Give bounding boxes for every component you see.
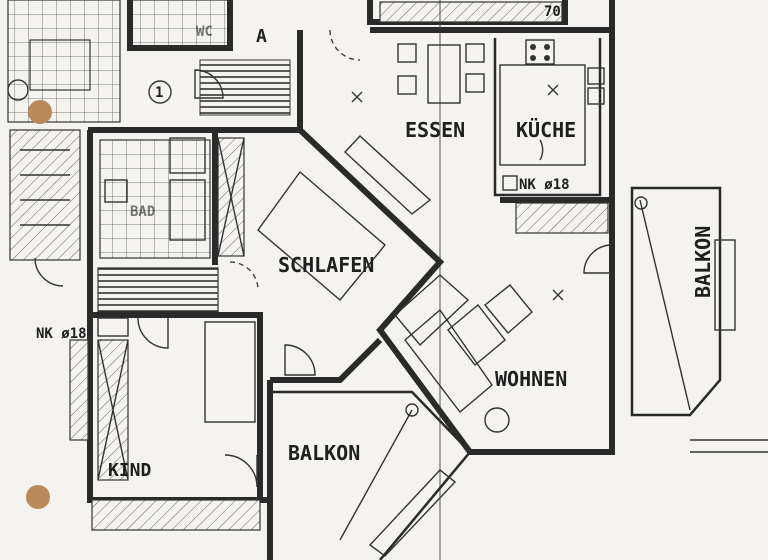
armchair [447, 303, 506, 367]
stove-burner [530, 44, 536, 50]
bed [257, 170, 386, 301]
wall-schlafen-bottom [270, 337, 383, 383]
left-shaft [9, 129, 81, 261]
side-table [484, 284, 533, 335]
washbasin [169, 137, 206, 174]
door-swing [194, 69, 224, 99]
plant [484, 407, 510, 433]
stove [525, 39, 555, 65]
dining-table [427, 44, 461, 104]
stove-burner [530, 55, 536, 61]
door-swing [137, 317, 169, 349]
nk-left-label: NK ø18 [36, 326, 87, 342]
room-label-kueche: KÜCHE [516, 118, 576, 142]
kind-bed [204, 321, 256, 423]
lamp-mark [552, 289, 564, 301]
kitchen-counter [493, 38, 602, 197]
chair [465, 73, 485, 93]
left-shaft-lines [20, 149, 70, 226]
room-label-bad: BAD [130, 204, 155, 220]
balkon-right-line [639, 199, 691, 411]
stairs-top [199, 59, 291, 116]
nk-kitchen-label: NK ø18 [519, 177, 570, 193]
chair [397, 75, 417, 95]
toilet [104, 179, 128, 203]
wardrobe-cross [217, 137, 245, 257]
balkon-bottom-planter [368, 469, 457, 557]
door-swing [229, 261, 259, 291]
room-label-kind: KIND [108, 460, 152, 481]
marker-circle-left [7, 79, 29, 101]
punch-hole [28, 100, 52, 124]
top-number: 70 [544, 4, 561, 20]
room-label-wohnen: WOHNEN [495, 367, 567, 391]
balkon-bottom-outline [272, 390, 472, 560]
bad-tiles [99, 139, 211, 259]
hall-tiles [29, 39, 91, 91]
balkon-bottom-post [405, 403, 419, 417]
a-label: A [256, 26, 267, 47]
wall-wc [127, 0, 233, 51]
balkon-right-post [634, 196, 648, 210]
bottom-window [91, 499, 261, 531]
left-window [69, 339, 89, 441]
kitchen-floor [499, 64, 586, 166]
room-label-essen: ESSEN [405, 118, 465, 142]
lamp-mark [547, 84, 559, 96]
wall-kitchen [370, 27, 615, 203]
balkon-right-outline [630, 186, 722, 417]
door-swing [34, 257, 64, 287]
sofa [404, 308, 493, 414]
chair [397, 43, 417, 63]
kitchen-cabinet [587, 67, 605, 85]
room-label-balkon-right: BALKON [691, 226, 715, 298]
kitchen-sink [502, 175, 518, 191]
stove-burner [544, 44, 550, 50]
wc-tiles [129, 0, 231, 49]
door-swing [224, 454, 258, 488]
marker-circle [148, 80, 172, 104]
kind-sink [97, 317, 129, 337]
marker-circle-label: 1 [155, 85, 163, 101]
chair [465, 43, 485, 63]
balkon-right-planter [714, 239, 736, 331]
sideboard [515, 202, 609, 234]
room-label-wc: WC [196, 24, 213, 40]
bathtub [169, 179, 206, 241]
kitchen-cabinet [587, 87, 605, 105]
punch-hole [26, 485, 50, 509]
stove-burner [544, 55, 550, 61]
door-swing [284, 344, 316, 376]
kind-wardrobe-cross [97, 339, 129, 481]
bed-headboard [344, 135, 432, 215]
room-label-balkon-bottom: BALKON [288, 441, 360, 465]
balkon-bottom-line [339, 409, 413, 541]
room-label-schlafen: SCHLAFEN [278, 253, 374, 277]
stairs [97, 267, 219, 313]
lamp-mark [351, 91, 363, 103]
right-rails [690, 439, 768, 453]
top-window [379, 1, 563, 23]
door-swing [539, 139, 544, 161]
door-swing [583, 244, 613, 274]
